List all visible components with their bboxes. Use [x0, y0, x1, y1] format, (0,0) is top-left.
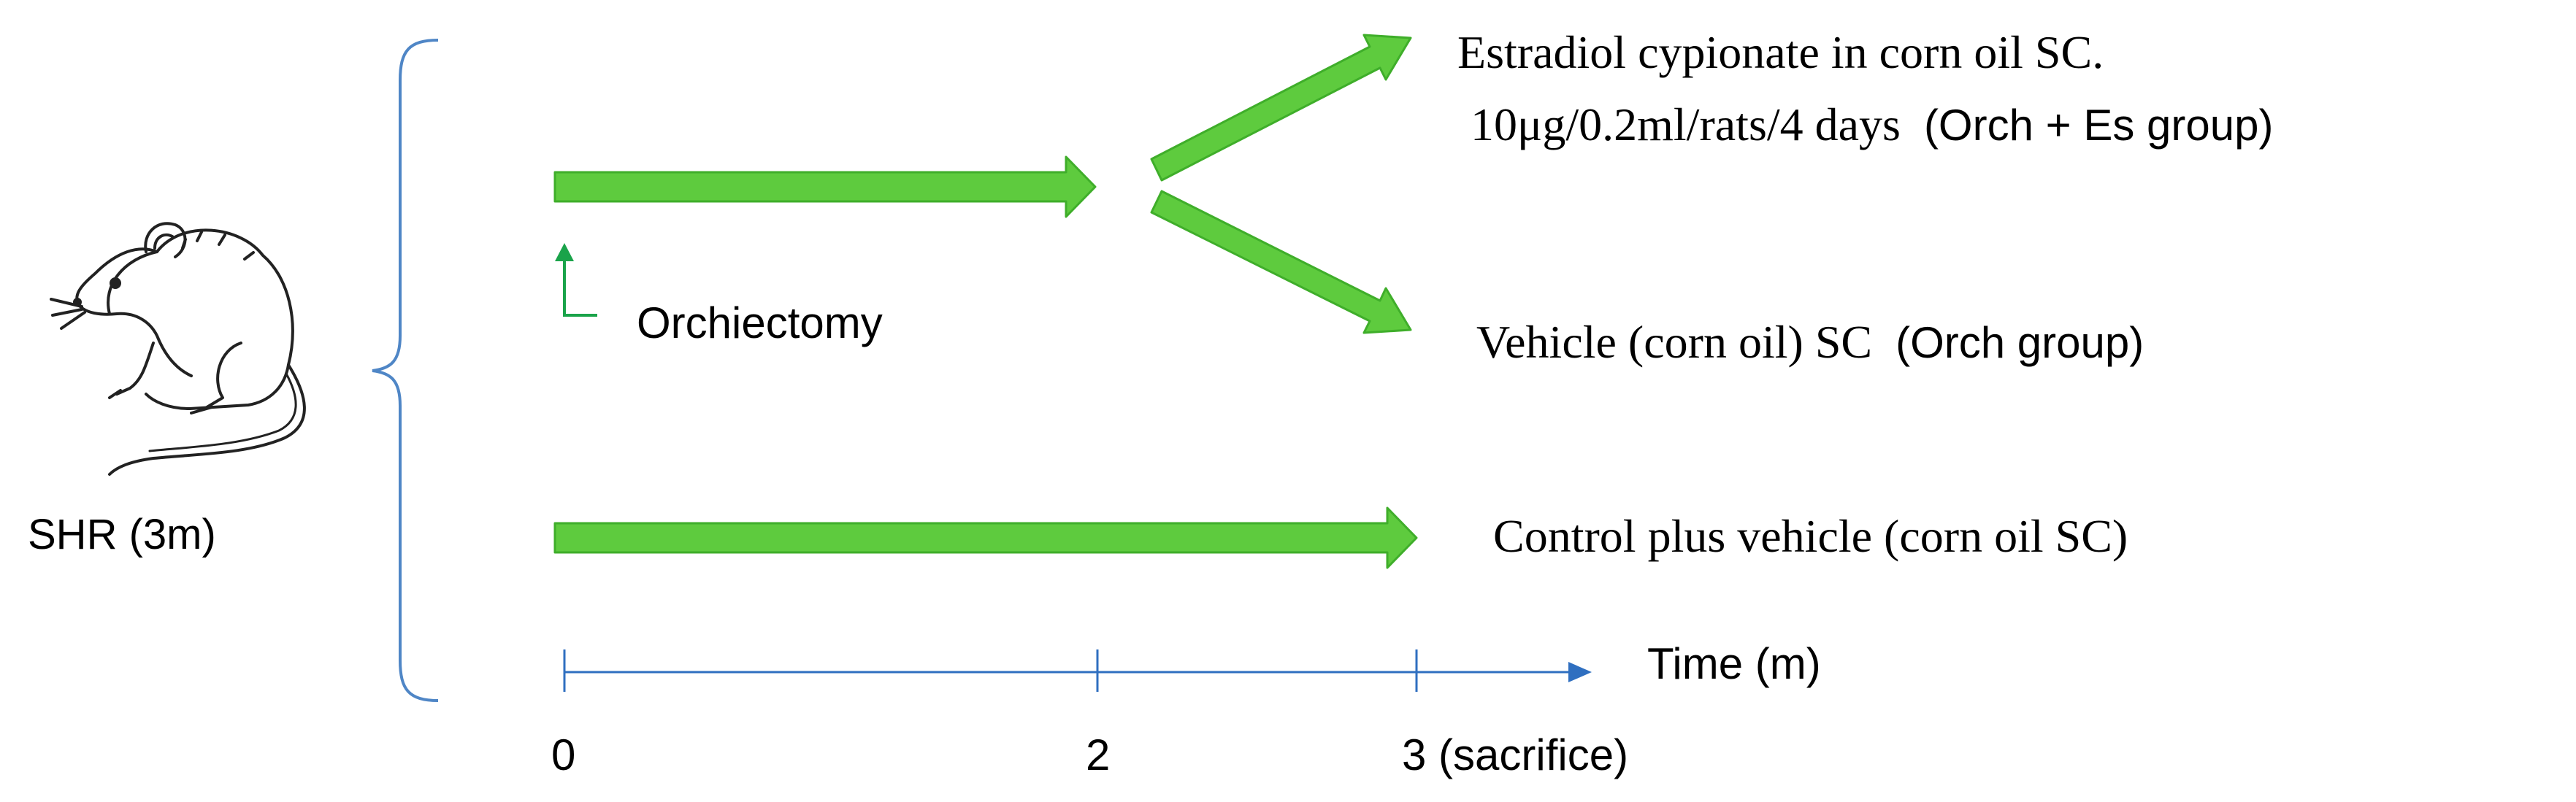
tick-label-2: 2 [1086, 730, 1110, 779]
estradiol-dose: 10μg/0.2ml/rats/4 days [1471, 99, 1901, 150]
tick-label-0: 0 [551, 730, 575, 779]
treatment-arrows [553, 34, 1418, 569]
estradiol-group-line2: 10μg/0.2ml/rats/4 days (Orch + Es group) [1471, 99, 2273, 150]
control-group-label: Control plus vehicle (corn oil SC) [1493, 510, 2128, 562]
orchiectomy-arrow [553, 155, 1097, 218]
orchiectomy-label: Orchiectomy [637, 298, 883, 347]
group-bracket [372, 39, 439, 702]
vehicle-group-label: Vehicle (corn oil) SC (Orch group) [1476, 316, 2144, 368]
estradiol-branch-arrow [1150, 34, 1412, 182]
control-arrow [553, 506, 1418, 569]
timeline-axis [563, 649, 1592, 692]
vehicle-treatment: Vehicle (corn oil) SC [1476, 316, 1872, 368]
estradiol-group-line1: Estradiol cypionate in corn oil SC. [1457, 26, 2104, 78]
time-axis-label: Time (m) [1647, 639, 1821, 688]
vehicle-group-name: (Orch group) [1895, 318, 2144, 367]
subject-label: SHR (3m) [28, 511, 216, 558]
tick-label-3: 3 (sacrifice) [1402, 730, 1628, 779]
vehicle-branch-arrow [1150, 190, 1412, 334]
rat-icon [50, 222, 306, 476]
orchiectomy-marker [555, 243, 597, 317]
estradiol-group-name: (Orch + Es group) [1924, 101, 2274, 150]
